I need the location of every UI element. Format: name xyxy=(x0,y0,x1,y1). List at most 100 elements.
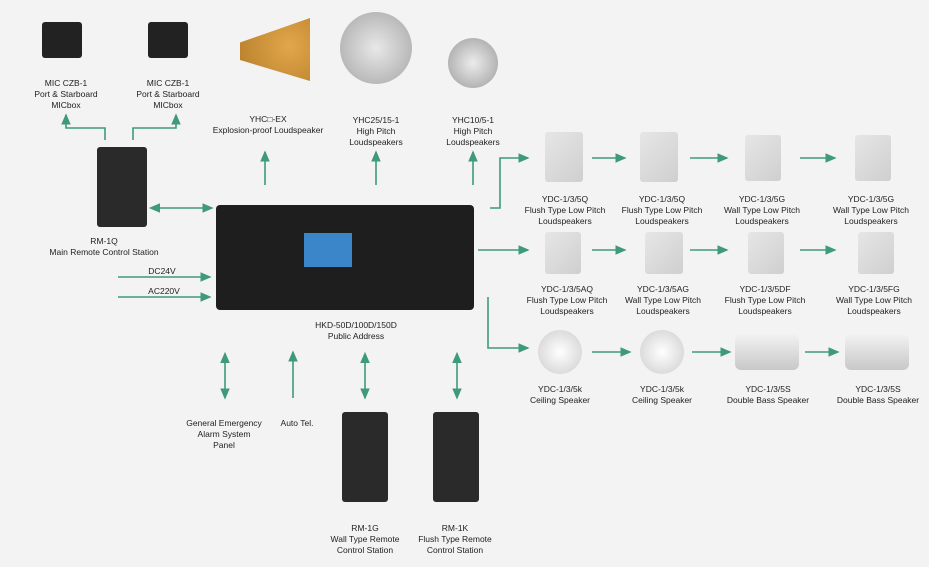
model: YDC-1/3/5G xyxy=(847,194,895,204)
auto-tel-label: Auto Tel. xyxy=(281,418,314,429)
main-unit-screen xyxy=(304,233,352,267)
model: YDC-1/3/5k xyxy=(538,384,582,394)
model: YDC-1/3/5G xyxy=(738,194,786,204)
model: YHC25/15-1 xyxy=(352,115,400,125)
desc: Alarm System xyxy=(197,429,251,439)
speaker-image xyxy=(858,232,894,274)
desc: Auto Tel. xyxy=(280,418,314,428)
speaker-image xyxy=(745,135,781,181)
desc: Port & Starboard xyxy=(136,89,200,99)
model: YDC-1/3/5S xyxy=(855,384,901,394)
desc: Loudspeakers xyxy=(735,216,789,226)
dc24v-label: DC24V xyxy=(148,266,175,277)
desc: Loudspeakers xyxy=(847,306,901,316)
desc: Loudspeakers xyxy=(635,216,689,226)
model: YDC-1/3/5k xyxy=(640,384,684,394)
ceiling-speaker-image xyxy=(640,330,684,374)
desc: DC24V xyxy=(148,266,176,276)
model: YHC□-EX xyxy=(249,114,287,124)
desc: Ceiling Speaker xyxy=(529,395,591,405)
rm1g-station-image xyxy=(342,412,388,502)
desc: High Pitch xyxy=(356,126,396,136)
speaker-image xyxy=(855,135,891,181)
model: YDC-1/3/5AG xyxy=(637,284,689,294)
model: YDC-1/3/5Q xyxy=(638,194,686,204)
desc: Loudspeakers xyxy=(844,216,898,226)
desc: Double Bass Speaker xyxy=(836,395,920,405)
model: MIC CZB-1 xyxy=(44,78,88,88)
desc: MICbox xyxy=(153,100,183,110)
mic-box-right-image xyxy=(148,22,188,58)
desc: Flush Type Low Pitch xyxy=(526,295,608,305)
speaker-image xyxy=(545,232,581,274)
speaker-image xyxy=(748,232,784,274)
double-bass-speaker-image xyxy=(845,334,909,370)
desc: Main Remote Control Station xyxy=(49,247,159,257)
desc: Loudspeakers xyxy=(738,306,792,316)
model: RM-1K xyxy=(441,523,469,533)
desc: Control Station xyxy=(426,545,484,555)
model: YDC-1/3/5Q xyxy=(541,194,589,204)
model: RM-1Q xyxy=(90,236,118,246)
model: HKD-50D/100D/150D xyxy=(315,320,397,330)
desc: Panel xyxy=(213,440,235,450)
desc: Flush Type Low Pitch xyxy=(724,295,806,305)
desc: MICbox xyxy=(51,100,81,110)
high-pitch-horn-25-image xyxy=(340,12,412,84)
speaker-image xyxy=(545,132,583,182)
model: YDC-1/3/5DF xyxy=(739,284,791,294)
double-bass-speaker-image xyxy=(735,334,799,370)
desc: Loudspeakers xyxy=(540,306,594,316)
model: YDC-1/3/5AQ xyxy=(541,284,593,294)
desc: Explosion-proof Loudspeaker xyxy=(212,125,324,135)
desc: Double Bass Speaker xyxy=(726,395,810,405)
desc: Flush Type Remote xyxy=(418,534,492,544)
desc: General Emergency xyxy=(186,418,262,428)
rm1k-station-image xyxy=(433,412,479,502)
desc: Control Station xyxy=(336,545,394,555)
desc: AC220V xyxy=(148,286,180,296)
desc: High Pitch xyxy=(453,126,493,136)
model: RM-1G xyxy=(351,523,379,533)
desc: Flush Type Low Pitch xyxy=(621,205,703,215)
ceiling-speaker-image xyxy=(538,330,582,374)
mic-box-left-image xyxy=(42,22,82,58)
ac220v-label: AC220V xyxy=(148,286,180,297)
model: YHC10/5-1 xyxy=(451,115,495,125)
desc: Wall Type Low Pitch xyxy=(832,205,910,215)
desc: Ceiling Speaker xyxy=(631,395,693,405)
desc: Loudspeakers xyxy=(538,216,592,226)
desc: Wall Type Low Pitch xyxy=(723,205,801,215)
speaker-image xyxy=(645,232,683,274)
desc: Flush Type Low Pitch xyxy=(524,205,606,215)
desc: Loudspeakers xyxy=(636,306,690,316)
desc: Wall Type Low Pitch xyxy=(835,295,913,305)
desc: Port & Starboard xyxy=(34,89,98,99)
high-pitch-horn-10-image xyxy=(448,38,498,88)
desc: Wall Type Remote xyxy=(330,534,400,544)
desc: Wall Type Low Pitch xyxy=(624,295,702,305)
